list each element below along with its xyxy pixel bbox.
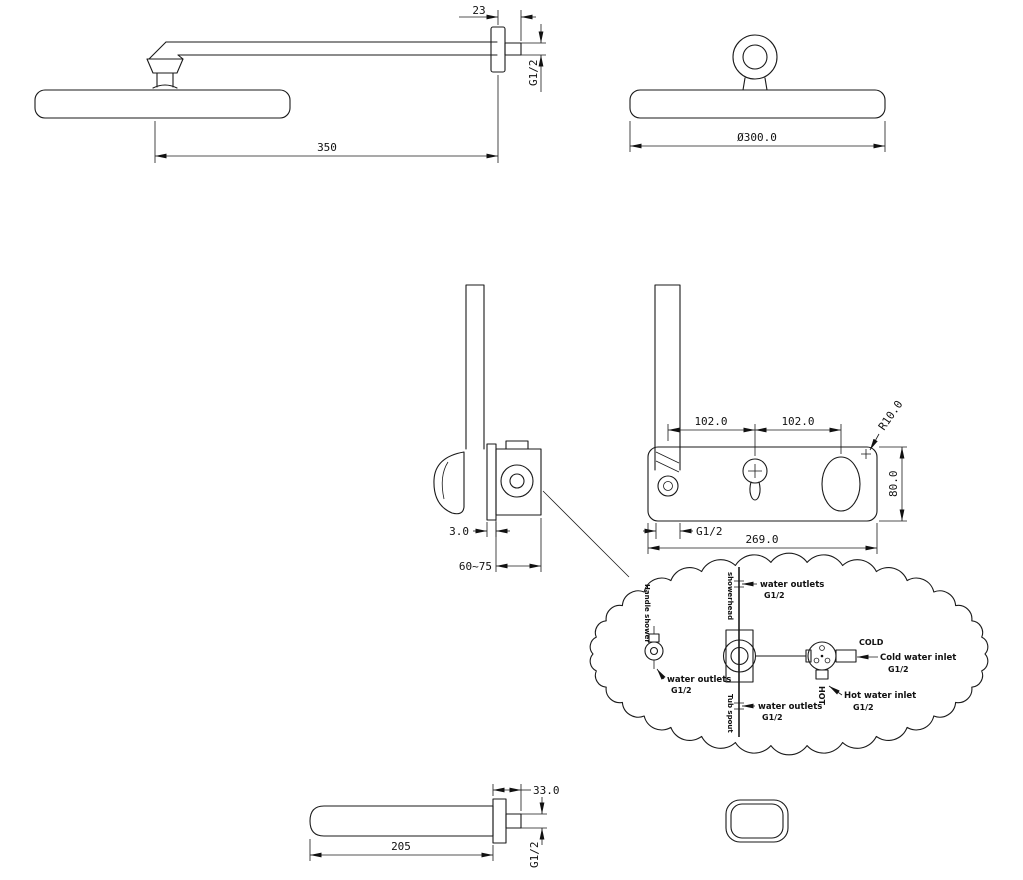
- installation-detail-bubble: showerhead Handle shower Tub spout water…: [589, 552, 989, 756]
- label-outlet-bottom-thread: G1/2: [762, 713, 783, 722]
- left-outlet-port: [657, 475, 679, 497]
- label-hot-tag: HOT: [817, 686, 826, 705]
- dim-spout-length: 205: [391, 840, 411, 853]
- shower-head-front-outline: [629, 89, 886, 119]
- arm-nut: [146, 58, 184, 74]
- dim-arm-length: 350: [317, 141, 337, 154]
- corner-radius-center-mark: [861, 449, 871, 459]
- arm-neck: [152, 72, 178, 89]
- riser-pipe-front: [654, 284, 681, 448]
- mixer-handle-side: [433, 451, 465, 515]
- label-tub-spout: Tub spout: [726, 694, 734, 733]
- spout-flange: [492, 798, 507, 844]
- detail-leader-line: [542, 490, 630, 578]
- dim-spout-end: 33.0: [533, 784, 560, 797]
- label-hot-inlet-thread: G1/2: [853, 703, 874, 712]
- head-connector-hole: [742, 44, 768, 70]
- label-cold-tag: COLD: [859, 638, 884, 647]
- cold-inlet-fitting: [835, 649, 857, 663]
- label-hot-inlet: Hot water inlet: [844, 691, 916, 701]
- spout-front-inner: [730, 803, 784, 839]
- handshower-outlet: [644, 641, 664, 661]
- label-outlet-left-thread: G1/2: [671, 686, 692, 695]
- arm-inlet-pipe: [504, 42, 522, 56]
- dim-corner-radius: R10.0: [876, 398, 906, 433]
- escutcheon-plate-side: [486, 443, 497, 521]
- shower-head-front-view: Ø300.0: [629, 34, 886, 152]
- head-connector-ring: [732, 34, 778, 80]
- wall-flange: [490, 26, 506, 73]
- shower-arm-outline: [148, 41, 498, 60]
- riser-pipe-side: [465, 284, 485, 450]
- mixer-valve-front-view: 102.0 102.0 R10.0 80.0 G1/2 269.0: [643, 284, 907, 554]
- label-cold-inlet: Cold water inlet: [880, 653, 956, 663]
- diverter-lever: [749, 481, 761, 501]
- detail-bubble-border: [589, 552, 989, 756]
- dim-spacing-left: 102.0: [694, 415, 727, 428]
- dim-plate-height: 80.0: [887, 471, 900, 498]
- label-handle-shower: Handle shower: [643, 584, 651, 643]
- label-outlet-left: water outlets: [667, 675, 731, 685]
- spout-inlet-pipe: [505, 813, 522, 829]
- label-cold-inlet-thread: G1/2: [888, 665, 909, 674]
- schematic-valve-body: [725, 629, 754, 683]
- label-outlet-top-thread: G1/2: [764, 591, 785, 600]
- tub-spout-front-view: [725, 799, 789, 843]
- thread-label-spout: G1/2: [528, 842, 541, 869]
- dim-plate-width: 269.0: [745, 533, 778, 546]
- valve-body-side: [495, 448, 542, 516]
- shower-head-side-outline: [34, 89, 291, 119]
- spout-front-outer: [725, 799, 789, 843]
- dim-plate-thickness: 3.0: [449, 525, 469, 538]
- label-outlet-top: water outlets: [760, 580, 824, 590]
- valve-cartridge: [500, 464, 534, 498]
- dim-arm-offset: 23: [472, 4, 485, 17]
- spout-body-outline: [309, 805, 494, 837]
- dim-spacing-right: 102.0: [781, 415, 814, 428]
- shower-arm-side-view: 23 G1/2 350: [34, 4, 546, 163]
- dim-head-diameter: Ø300.0: [737, 131, 777, 144]
- label-showerhead: showerhead: [726, 572, 734, 620]
- label-outlet-bottom: water outlets: [758, 702, 822, 712]
- thread-label-arm: G1/2: [527, 60, 540, 87]
- hot-inlet-fitting: [815, 669, 829, 680]
- tub-spout-side-view: 33.0 205 G1/2: [309, 784, 560, 869]
- diverter-knob: [742, 458, 768, 484]
- mixer-handle-front: [821, 456, 861, 512]
- thread-label-mixer: G1/2: [696, 525, 723, 538]
- dim-embed-depth: 60~75: [459, 560, 492, 573]
- mixer-plate-outline: [647, 446, 878, 522]
- mixer-valve-side-view: 3.0 60~75: [433, 284, 630, 578]
